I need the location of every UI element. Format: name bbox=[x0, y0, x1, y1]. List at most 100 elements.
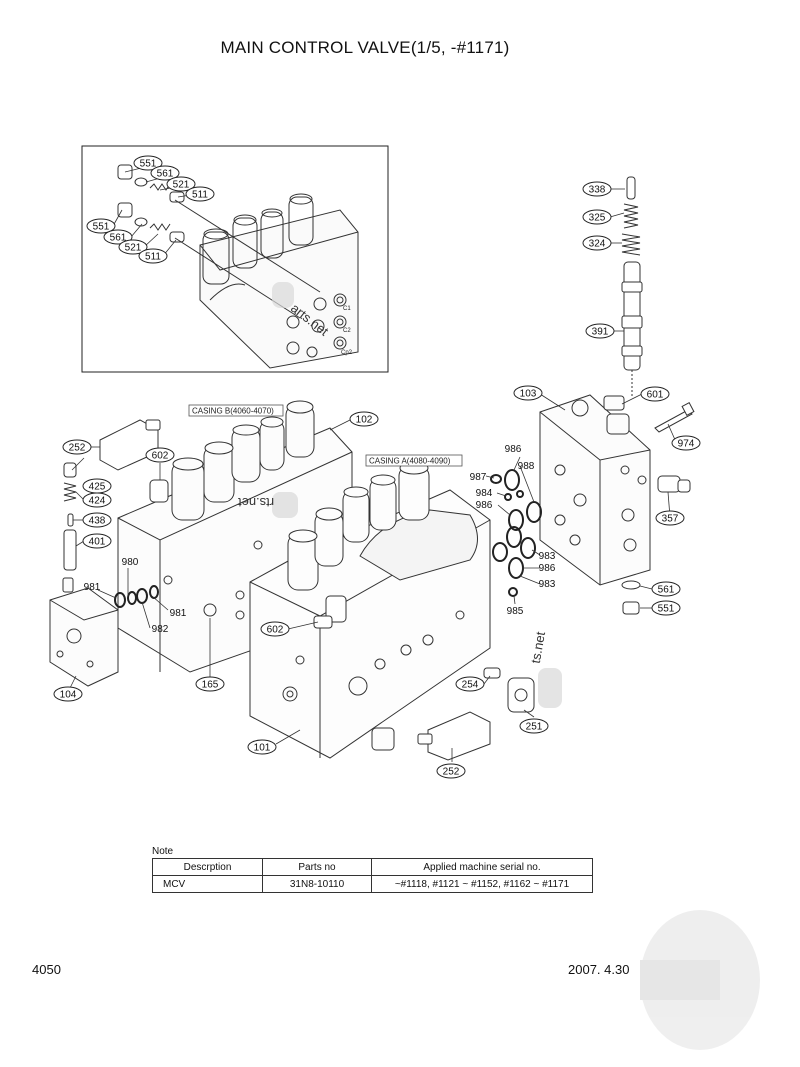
left-spool-stack bbox=[63, 462, 77, 571]
note-label: Note bbox=[152, 846, 174, 857]
cell-parts-no: 31N8-10110 bbox=[262, 875, 372, 893]
svg-text:252: 252 bbox=[443, 767, 460, 778]
callout-401: 401 bbox=[82, 533, 112, 549]
callout-602-top: 602 bbox=[145, 447, 175, 463]
svg-text:324: 324 bbox=[589, 239, 606, 250]
callout-986-mid: 986 bbox=[476, 500, 493, 511]
callout-551-inset-bottom: 551 bbox=[86, 218, 116, 234]
callout-981-left: 981 bbox=[84, 582, 101, 593]
solenoid-252-top bbox=[99, 419, 161, 471]
svg-text:165: 165 bbox=[202, 680, 219, 691]
watermark-smudges bbox=[272, 282, 760, 1050]
svg-text:254: 254 bbox=[462, 680, 479, 691]
svg-text:103: 103 bbox=[520, 389, 537, 400]
svg-text:561: 561 bbox=[658, 585, 675, 596]
callout-357: 357 bbox=[655, 510, 685, 526]
callout-983-lower: 983 bbox=[539, 579, 556, 590]
svg-text:357: 357 bbox=[662, 514, 679, 525]
svg-text:982: 982 bbox=[152, 624, 169, 635]
fitting-254-251 bbox=[483, 667, 535, 713]
callout-104: 104 bbox=[53, 686, 83, 702]
svg-text:983: 983 bbox=[539, 579, 556, 590]
svg-text:325: 325 bbox=[589, 213, 606, 224]
inset-valve-block bbox=[174, 193, 359, 369]
svg-text:102: 102 bbox=[356, 415, 373, 426]
parts-table-header: Descrption Parts no Applied machine seri… bbox=[152, 858, 593, 876]
callout-602-bottom: 602 bbox=[260, 621, 290, 637]
svg-text:252: 252 bbox=[69, 443, 86, 454]
svg-text:425: 425 bbox=[89, 482, 106, 493]
page-title: MAIN CONTROL VALVE(1/5, -#1171) bbox=[220, 38, 510, 57]
casing-b-label: CASING B(4060-4070) bbox=[192, 407, 274, 416]
callout-165: 165 bbox=[195, 676, 225, 692]
svg-text:974: 974 bbox=[678, 439, 695, 450]
svg-text:521: 521 bbox=[173, 180, 190, 191]
callout-102: 102 bbox=[349, 411, 379, 427]
date-stamp: 2007. 4.30 bbox=[568, 962, 630, 977]
seal-561-551 bbox=[621, 580, 641, 615]
svg-text:602: 602 bbox=[152, 451, 169, 462]
callout-252-bottom: 252 bbox=[436, 763, 466, 779]
svg-text:391: 391 bbox=[592, 327, 609, 338]
callout-974: 974 bbox=[671, 435, 701, 451]
callout-511-inset-bottom: 511 bbox=[138, 248, 168, 264]
svg-text:511: 511 bbox=[192, 190, 208, 201]
callout-986-lower: 986 bbox=[539, 563, 556, 574]
svg-text:980: 980 bbox=[122, 557, 139, 568]
svg-text:561: 561 bbox=[110, 233, 127, 244]
svg-text:401: 401 bbox=[89, 537, 106, 548]
svg-text:338: 338 bbox=[589, 185, 606, 196]
callout-424: 424 bbox=[82, 492, 112, 508]
header-description: Descrption bbox=[152, 858, 263, 876]
svg-text:986: 986 bbox=[539, 563, 556, 574]
inset-detail-box bbox=[81, 145, 389, 373]
parts-table: Descrption Parts no Applied machine seri… bbox=[152, 858, 593, 893]
callout-511-inset-top: 511 bbox=[185, 186, 215, 202]
svg-text:551: 551 bbox=[140, 159, 157, 170]
callout-338: 338 bbox=[582, 181, 612, 197]
callout-254: 254 bbox=[455, 676, 485, 692]
svg-text:511: 511 bbox=[145, 252, 161, 263]
callout-987: 987 bbox=[470, 472, 487, 483]
end-cover-104 bbox=[49, 577, 119, 687]
port-label-c2: C2 bbox=[343, 328, 351, 334]
svg-text:551: 551 bbox=[93, 222, 110, 233]
header-serial-no: Applied machine serial no. bbox=[371, 858, 593, 876]
solenoid-252-bottom bbox=[417, 711, 491, 761]
svg-text:988: 988 bbox=[518, 461, 535, 472]
svg-text:251: 251 bbox=[526, 722, 543, 733]
callout-981-right: 981 bbox=[170, 608, 187, 619]
bolt-974 bbox=[654, 402, 695, 433]
section-block-103 bbox=[539, 394, 651, 586]
watermark-text-center: rts.net bbox=[238, 495, 275, 510]
callout-984: 984 bbox=[476, 488, 493, 499]
callout-561-right: 561 bbox=[651, 581, 681, 597]
cell-description: MCV bbox=[152, 875, 263, 893]
svg-text:981: 981 bbox=[84, 582, 101, 593]
svg-text:424: 424 bbox=[89, 496, 106, 507]
svg-text:101: 101 bbox=[254, 743, 271, 754]
casing-a-block bbox=[249, 461, 491, 759]
callout-982: 982 bbox=[152, 624, 169, 635]
svg-text:987: 987 bbox=[470, 472, 487, 483]
svg-text:561: 561 bbox=[157, 169, 174, 180]
callout-988: 988 bbox=[518, 461, 535, 472]
svg-text:985: 985 bbox=[507, 606, 524, 617]
callout-986-top: 986 bbox=[505, 444, 522, 455]
callout-103: 103 bbox=[513, 385, 543, 401]
callout-551-inset-top: 551 bbox=[133, 155, 163, 171]
part-callouts: 551 561 521 511 551 561 521 511 338 325 … bbox=[53, 155, 701, 779]
callout-391: 391 bbox=[585, 323, 615, 339]
header-parts-no: Parts no bbox=[262, 858, 372, 876]
svg-text:986: 986 bbox=[505, 444, 522, 455]
callout-521-inset-bottom: 521 bbox=[118, 239, 148, 255]
svg-text:104: 104 bbox=[60, 690, 77, 701]
callout-425: 425 bbox=[82, 478, 112, 494]
callout-980: 980 bbox=[122, 557, 139, 568]
callout-101: 101 bbox=[247, 739, 277, 755]
port-label-c1: C1 bbox=[343, 306, 351, 312]
callout-252-left: 252 bbox=[62, 439, 92, 455]
casing-a-label: CASING A(4080-4090) bbox=[369, 457, 451, 466]
callout-251: 251 bbox=[519, 718, 549, 734]
svg-text:438: 438 bbox=[89, 516, 106, 527]
